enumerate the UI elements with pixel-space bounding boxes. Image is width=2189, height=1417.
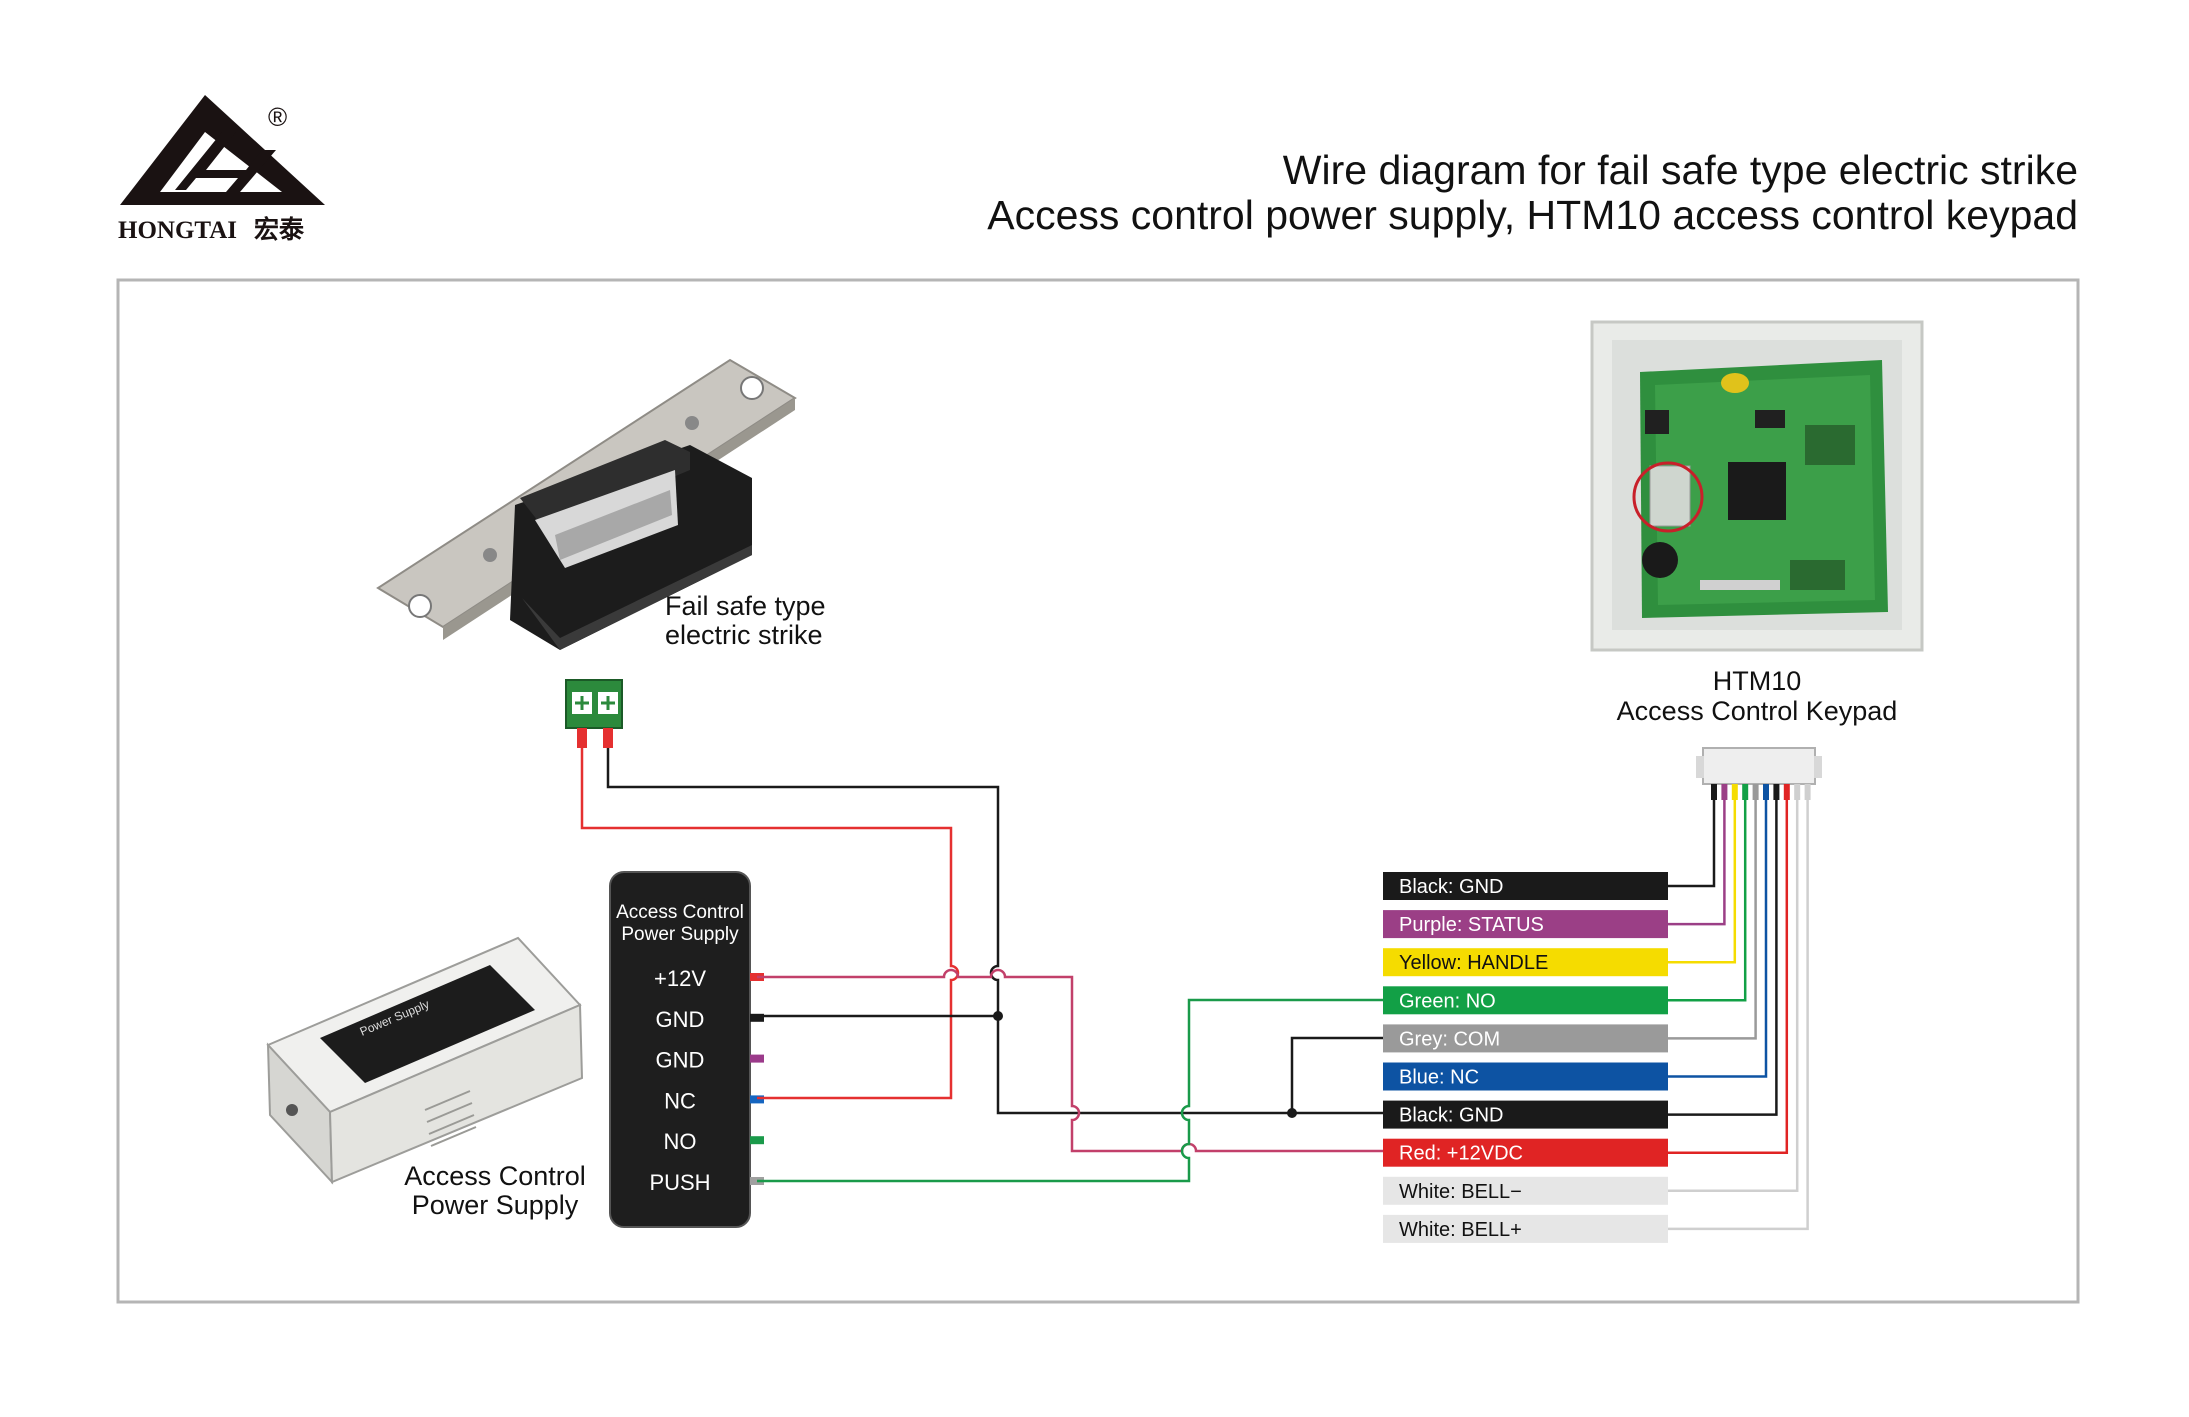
plus-icon (575, 696, 589, 710)
wire-legend-swatch (1383, 1100, 1668, 1129)
keypad-connector (1696, 747, 1822, 785)
wire-legend-label: Yellow: HANDLE (1399, 952, 1548, 974)
power-supply-box-image: Power Supply (266, 936, 584, 1185)
junction-node (993, 1011, 1003, 1021)
wire-legend: Black: GND Purple: STATUS Yellow: HANDLE Gr… (1383, 872, 1668, 1243)
wire-legend-swatch (1383, 1214, 1668, 1243)
keypad-wire (1668, 800, 1768, 1078)
keypad-wire (1668, 800, 1737, 964)
wire-legend-swatch (1383, 986, 1668, 1015)
controller-title-line-2: Power Supply (621, 924, 739, 945)
connector-pin (1794, 784, 1801, 800)
connector-pin (1711, 784, 1717, 800)
wire-legend-label: Blue: NC (1399, 1067, 1479, 1089)
strike-label-line-1: Fail safe type (665, 591, 826, 621)
supply-12v-wire (757, 968, 1383, 1153)
wire-legend-swatch (1383, 948, 1668, 977)
keypad-label-line-2: Access Control Keypad (1617, 696, 1898, 726)
diagram-frame (116, 278, 2080, 1304)
wires (580, 748, 1383, 1183)
terminal-label: NO (664, 1129, 697, 1154)
power-supply-label-line-2: Power Supply (412, 1190, 579, 1220)
keypad-wire (1668, 800, 1799, 1193)
controller-title-line-1: Access Control (616, 902, 744, 923)
wire-legend-swatch (1383, 1138, 1668, 1167)
wire-legend-label: Purple: STATUS (1399, 914, 1544, 936)
strike-red-wire (580, 748, 960, 1100)
wire-legend-label: White: BELL− (1399, 1181, 1522, 1203)
connector-pin (1804, 784, 1811, 800)
vent-slots (424, 1090, 477, 1147)
wire-legend-swatch (1383, 1024, 1668, 1053)
htm10-keypad-image (1590, 320, 1924, 652)
connector-pin (1721, 784, 1728, 800)
connector-pins (1711, 784, 1811, 800)
brand-name-cn: 宏泰 (254, 215, 305, 244)
terminal-pin (750, 1013, 764, 1022)
terminal-pin (750, 1054, 764, 1063)
connector-pin (1783, 784, 1790, 800)
terminal-pin (750, 1095, 764, 1104)
keypad-wire (1668, 800, 1809, 1231)
strike-terminal-block (565, 679, 623, 748)
terminal-label: PUSH (649, 1170, 710, 1195)
wire-legend-label: Green: NO (1399, 990, 1496, 1012)
terminal-label: GND (656, 1048, 705, 1073)
connector-pin (1742, 784, 1749, 800)
wire-legend-label: Red: +12VDC (1399, 1143, 1523, 1165)
brand-name: HONGTAI (118, 217, 237, 244)
com-wire (1290, 1036, 1383, 1115)
keypad-wire (1668, 800, 1726, 926)
push-wire (757, 998, 1383, 1183)
wire-legend-swatch (1383, 872, 1668, 900)
keypad-wire (1668, 800, 1789, 1154)
title-line-1: Wire diagram for fail safe type electric… (1283, 147, 2078, 193)
wire-legend-label: White: BELL+ (1399, 1219, 1522, 1241)
wire-legend-swatch (1383, 1176, 1668, 1205)
terminal-pin (750, 1136, 764, 1145)
keypad-wire (1668, 800, 1778, 1116)
terminal-label: GND (656, 1007, 705, 1032)
wire-legend-label: Black: GND (1399, 1105, 1503, 1127)
terminal-label: NC (664, 1088, 696, 1113)
connector-pin (1731, 784, 1738, 800)
controller-terminals: +12V GND GND NC NO PUSH (649, 966, 764, 1195)
keypad-wires (1668, 800, 1809, 1231)
wire-legend-swatch (1383, 910, 1668, 939)
keypad-wire (1668, 800, 1716, 888)
plus-icon (601, 696, 615, 710)
keypad-label-line-1: HTM10 (1713, 666, 1802, 696)
wire-legend-swatch (1383, 1062, 1668, 1091)
strike-label-line-2: electric strike (665, 620, 823, 650)
terminal-label: +12V (654, 966, 706, 991)
hongtai-logo: ® HONGTAI 宏泰 (118, 95, 325, 244)
power-supply-label-line-1: Access Control (404, 1161, 586, 1191)
junction-node (1287, 1108, 1297, 1118)
wire-legend-label: Grey: COM (1399, 1028, 1500, 1050)
connector-pin (1763, 784, 1769, 800)
keypad-wire (1668, 800, 1747, 1002)
electric-strike-image (376, 358, 797, 650)
wire-legend-label: Black: GND (1399, 876, 1503, 898)
registered-mark: ® (268, 102, 287, 132)
keypad-wire (1668, 800, 1757, 1040)
connector-pin (1773, 784, 1780, 800)
connector-pin (1752, 784, 1759, 800)
title-line-2: Access control power supply, HTM10 acces… (987, 192, 2078, 238)
controller-panel (609, 871, 751, 1228)
